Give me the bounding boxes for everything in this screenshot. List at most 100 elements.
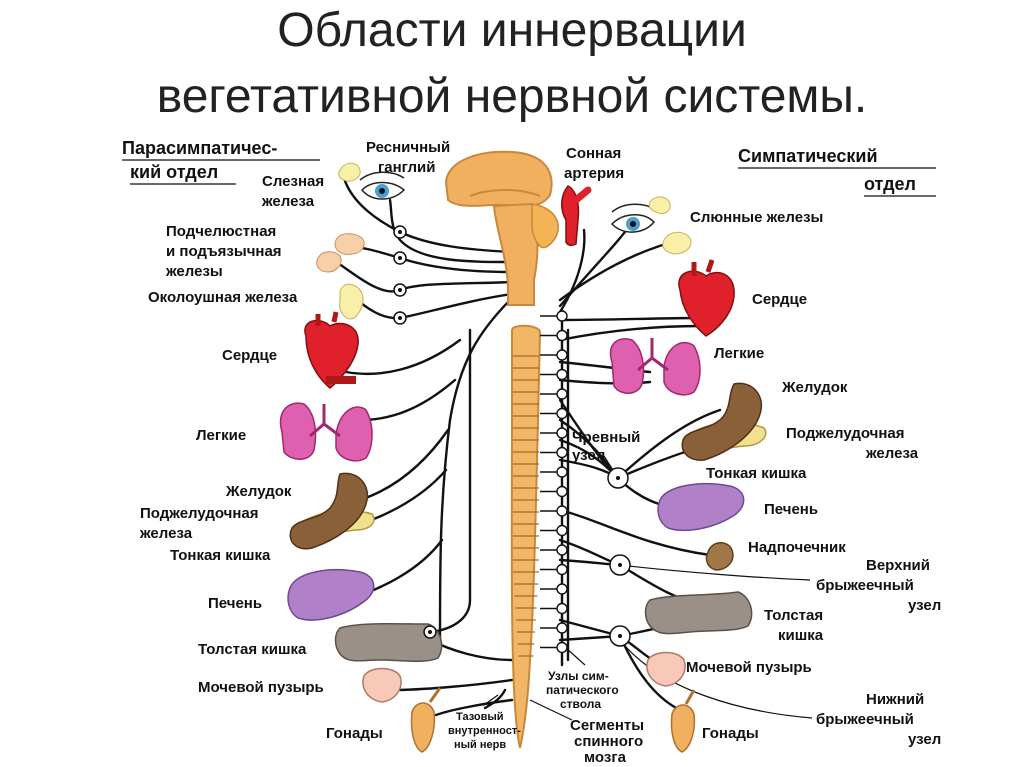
nerve-stomach-left	[358, 428, 450, 502]
slide-title: Области иннервации вегетативной нервной …	[0, 0, 1024, 124]
label-trunk-nodes: Узлы сим- патического ствола	[546, 669, 622, 711]
right-bladder	[646, 651, 686, 687]
trunk-ganglion	[556, 427, 568, 439]
trunk-ganglion	[556, 368, 568, 381]
left-gonads	[410, 687, 442, 753]
nerve-gonad-left	[434, 698, 514, 717]
trunk-ganglion	[556, 583, 568, 595]
left-eye-pupil	[379, 188, 385, 194]
brain-hemisphere	[444, 150, 553, 208]
trunk-ganglion	[556, 446, 568, 459]
label-bladder-right: Мочевой пузырь	[686, 659, 812, 676]
nerve-vagus-main	[438, 296, 514, 642]
carotid-artery-shape	[561, 185, 580, 247]
label-colon-left: Толстая кишка	[198, 641, 307, 658]
left-heart	[304, 311, 359, 389]
right-lacrimal-shape	[648, 196, 671, 215]
brainstem	[492, 202, 539, 306]
right-bladder-shape	[646, 651, 686, 687]
left-lung-right-lobe	[335, 406, 373, 462]
trunk-ganglion	[556, 622, 568, 634]
right-stomach-shape	[681, 382, 763, 461]
pointer-lines	[483, 455, 813, 721]
nerve-lungs-left	[358, 378, 457, 422]
left-bladder-shape	[362, 667, 402, 703]
left-liver	[287, 569, 375, 621]
left-bladder	[362, 667, 402, 703]
spinal-cord-body	[510, 324, 542, 749]
right-lung-trachea	[637, 338, 669, 372]
nerve-sublingual	[334, 260, 514, 293]
label-stomach-right: Желудок	[781, 379, 848, 396]
nerve-heart-right-2	[558, 324, 702, 342]
label-liver-left: Печень	[208, 595, 262, 612]
right-lung-left-lobe	[609, 338, 645, 394]
label-pelvic-nerve: Тазовый внутренност- ный нерв	[448, 709, 524, 751]
trunk-ganglion	[556, 310, 568, 322]
label-bladder-left: Мочевой пузырь	[198, 679, 324, 696]
right-liver-shape	[657, 482, 745, 532]
label-inferior-mesenteric-node: Нижний брыжеечный узел	[816, 691, 941, 748]
label-lacrimal-gland: Слезная железа	[261, 173, 328, 210]
trunk-ganglion	[556, 388, 568, 400]
label-carotid-artery: Сонная артерия	[564, 145, 625, 182]
label-celiac-node: Чревный узел	[572, 429, 645, 464]
right-heart-vessel	[691, 259, 715, 276]
parasympathetic-ganglion-center	[398, 316, 402, 320]
right-colon	[644, 591, 753, 635]
left-colon	[334, 622, 443, 663]
trunk-ganglion	[556, 544, 568, 556]
label-stomach-left: Желудок	[225, 483, 292, 500]
label-lungs-right: Легкие	[714, 345, 764, 362]
right-lungs	[609, 338, 701, 396]
left-parotid-shape	[339, 283, 364, 320]
left-heart-base	[326, 376, 356, 384]
superior-mesenteric-ganglion-center	[618, 563, 622, 567]
right-salivary-gland	[662, 231, 692, 255]
inferior-mesenteric-ganglion-center	[618, 634, 622, 638]
left-stomach-shape	[289, 472, 369, 550]
right-liver	[657, 482, 745, 532]
label-lungs-left: Легкие	[196, 427, 246, 444]
left-lung-trachea	[309, 404, 341, 438]
label-heart-left: Сердце	[222, 347, 277, 364]
nerve-stomach-right	[616, 408, 722, 480]
label-small-intestine-left: Тонкая кишка	[170, 547, 271, 564]
trunk-ganglion	[556, 466, 568, 478]
left-stomach-pancreas	[289, 472, 375, 550]
nerve-gonad-right	[618, 634, 682, 712]
label-salivary-glands: Слюнные железы	[690, 209, 823, 226]
nerve-ciliary	[388, 198, 514, 264]
label-parotid-gland: Околоушная железа	[148, 289, 298, 306]
left-lacrimal-shape	[338, 162, 361, 182]
header-sympathetic: Симпатический отдел	[738, 146, 916, 194]
parasympathetic-ganglion-center	[398, 230, 402, 234]
right-gonads	[670, 689, 696, 753]
nerve-heart-left	[344, 338, 462, 375]
left-eye	[359, 171, 406, 200]
header-sympathetic-underline	[738, 167, 936, 197]
nerve-carotid	[558, 228, 586, 314]
pointer-segments	[529, 699, 573, 721]
left-parotid-gland	[339, 283, 364, 320]
nerve-vagus-2	[428, 328, 472, 634]
left-colon-shape	[334, 622, 443, 663]
trunk-ganglion	[556, 407, 568, 420]
left-submandibular-shape	[334, 233, 365, 255]
celiac-ganglion-center	[616, 476, 620, 480]
nerve-pelvic	[483, 688, 507, 710]
brain	[444, 150, 559, 306]
label-small-intestine-right: Тонкая кишка	[706, 465, 807, 482]
parasympathetic-ganglion-center	[398, 256, 402, 260]
trunk-ganglion	[556, 349, 568, 361]
parasympathetic-ganglion-center	[398, 288, 402, 292]
trunk-ganglion	[556, 641, 568, 654]
label-ciliary-ganglion: Ресничный ганглий	[366, 139, 454, 176]
right-gonad-cord	[684, 689, 696, 705]
right-heart	[678, 259, 735, 337]
carotid-branch	[572, 186, 592, 204]
trunk-ganglia	[540, 310, 568, 654]
right-lung-right-lobe	[663, 341, 701, 396]
trunk-ganglion	[556, 329, 568, 342]
